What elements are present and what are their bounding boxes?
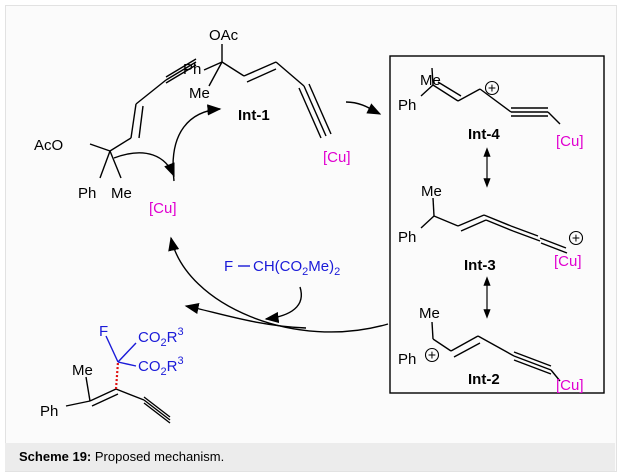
svg-text:F: F [224, 258, 233, 275]
substrate-me: Me [111, 185, 132, 202]
int3-ph: Ph [398, 229, 416, 246]
int4-me: Me [420, 72, 441, 89]
int4-cation-sign: + [488, 80, 496, 96]
product-molecule [65, 335, 171, 424]
product-ester-1: CO2R3 [138, 326, 184, 349]
scheme-caption: Scheme 19: Proposed mechanism. [19, 449, 224, 464]
caption-bar: Scheme 19: Proposed mechanism. [5, 443, 615, 471]
int3-label: Int-3 [464, 257, 496, 274]
int2-copper: [Cu] [556, 377, 584, 394]
reaction-scheme: AcO Ph Me OAc Ph Me Int-1 [Cu] [Cu] F CH… [34, 27, 605, 424]
int1-label: Int-1 [238, 107, 270, 124]
resonance-box [389, 55, 605, 394]
caption-label: Scheme 19: [19, 449, 92, 464]
int4-copper: [Cu] [556, 133, 584, 150]
int4-ph: Ph [398, 97, 416, 114]
substrate-ph: Ph [78, 185, 96, 202]
int3-molecule [420, 197, 568, 254]
product-fluorine: F [99, 323, 108, 340]
product-ester-2: CO2R3 [138, 355, 184, 378]
int3-copper: [Cu] [554, 253, 582, 270]
substrate-oac: AcO [34, 137, 63, 154]
catalyst-copper: [Cu] [149, 200, 177, 217]
cycle-arrows [113, 101, 389, 333]
int1-oac: OAc [209, 27, 239, 44]
int2-molecule [431, 321, 561, 382]
caption-text: Proposed mechanism. [94, 449, 225, 464]
int1-me: Me [189, 85, 210, 102]
substrate-molecule [89, 58, 197, 179]
figure-panel: AcO Ph Me OAc Ph Me Int-1 [Cu] [Cu] F CH… [5, 5, 617, 472]
int2-me: Me [419, 305, 440, 322]
int3-cation-sign: + [572, 230, 580, 246]
product-ph: Ph [40, 403, 58, 420]
int1-copper: [Cu] [323, 149, 351, 166]
int4-cation [484, 80, 500, 96]
int2-label: Int-2 [468, 371, 500, 388]
product-me: Me [72, 362, 93, 379]
int3-me: Me [421, 183, 442, 200]
int4-label: Int-4 [468, 126, 500, 143]
svg-text:CH(CO2Me)2: CH(CO2Me)2 [253, 258, 340, 278]
int2-cation-sign: + [428, 347, 436, 363]
int4-molecule [420, 67, 561, 125]
reagent-fluoromalonate: F CH(CO2Me)2 [224, 258, 340, 278]
int1-ph: Ph [183, 61, 201, 78]
int2-ph: Ph [398, 351, 416, 368]
int2-cation [424, 347, 440, 363]
int1-molecule [203, 44, 332, 139]
int3-cation [568, 230, 584, 246]
